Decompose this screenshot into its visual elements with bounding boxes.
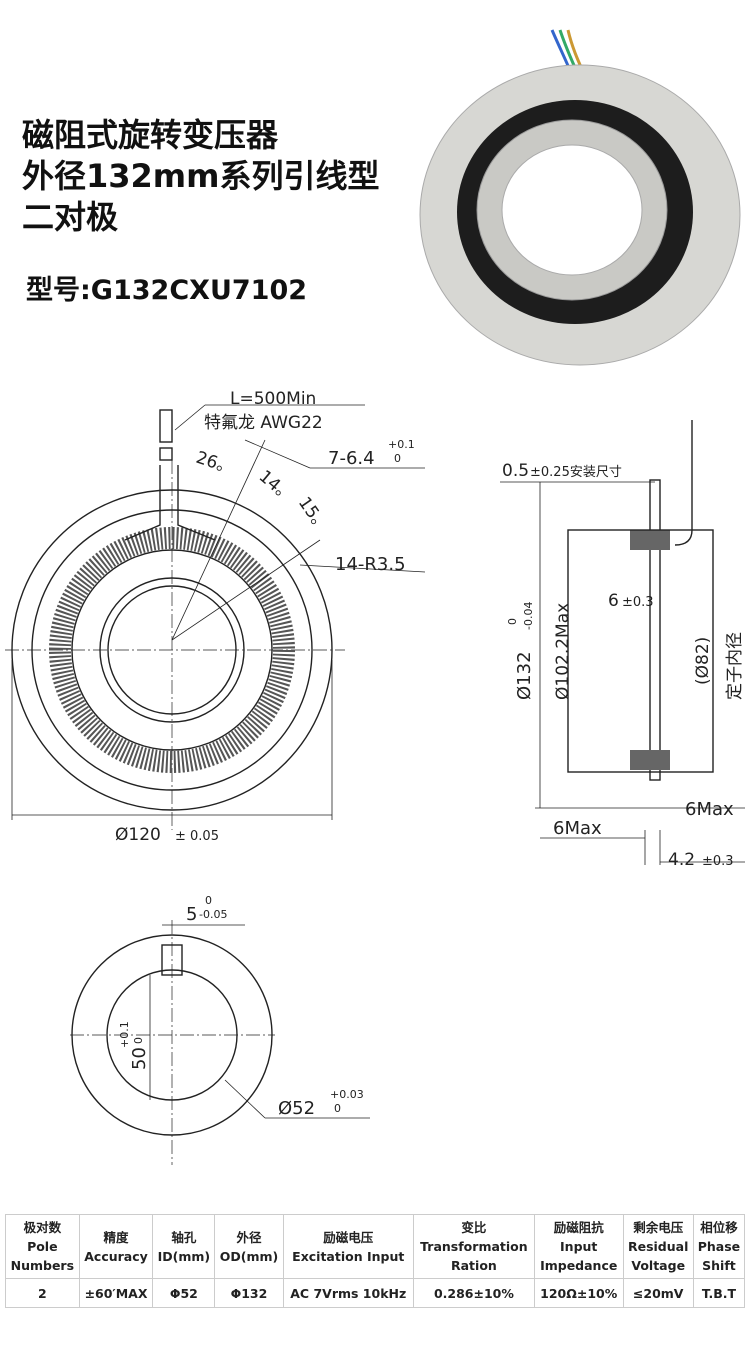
tolerance: ±0.3 (622, 595, 654, 610)
slots-label: 14-R3.5 (335, 554, 406, 575)
side-view-drawing: 0.5 ±0.25安装尺寸 Ø132 0 -0.04 Ø102.2Max 6 ±… (500, 420, 745, 870)
inner-diameter-caption: 定子内径 (725, 632, 745, 700)
title-line: 磁阻式旋转变压器 (22, 116, 279, 154)
wire-label: 特氟龙 AWG22 (204, 413, 323, 433)
value-cell: AC 7Vrms 10kHz (282, 1278, 414, 1308)
rotor-view-drawing: 5 0 -0.05 50 +0.1 0 Ø52 +0.03 0 (70, 894, 370, 1165)
od-label: Ø120 (115, 825, 161, 845)
key-width-label: 5 (186, 904, 197, 925)
max-label: 6Max (553, 818, 602, 839)
value-cell: ±60′MAX (78, 1278, 154, 1308)
model-number: 型号:G132CXU7102 (26, 275, 308, 306)
product-title: 磁阻式旋转变压器 外径132mm系列引线型 二对极 (22, 115, 380, 238)
tolerance: +0.1 (118, 1021, 131, 1048)
tolerance: -0.04 (522, 602, 535, 630)
value-cell: 120Ω±10% (533, 1278, 624, 1308)
tolerance: ± 0.05 (175, 829, 219, 844)
value-cell: ≤20mV (622, 1278, 694, 1308)
tolerance: 0 (132, 1037, 145, 1044)
tolerance: ±0.25安装尺寸 (530, 465, 622, 480)
inner-diameter-label: (Ø82) (693, 637, 713, 685)
front-view-drawing: L=500Min 特氟龙 AWG22 26。 14。 15。 7-6.4 +0.… (5, 389, 426, 845)
angle-label: 14。 (255, 467, 297, 507)
tolerance: 0 (506, 618, 519, 625)
tolerance: ±0.3 (702, 854, 734, 869)
tolerance: 0 (334, 1102, 341, 1115)
angle-label: 15。 (294, 493, 333, 536)
title-line: 二对极 (22, 198, 119, 236)
value-cell: Φ52 (152, 1278, 216, 1308)
tolerance: +0.03 (330, 1088, 364, 1101)
tolerance: -0.05 (199, 908, 227, 921)
key-depth-label: 50 (129, 1047, 150, 1070)
table-row: 2 ±60′MAX Φ52 Φ132 AC 7Vrms 10kHz 0.286±… (5, 1278, 746, 1308)
title-line: 外径132mm系列引线型 (22, 157, 380, 195)
max-label: 6Max (685, 799, 734, 820)
install-label: 0.5 (502, 461, 529, 481)
lead-length-label: L=500Min (230, 389, 316, 409)
product-photo (419, 29, 741, 366)
thickness-label: 6 (608, 591, 619, 611)
id-label: Ø52 (278, 1098, 315, 1119)
tolerance: +0.1 (388, 438, 415, 451)
value-cell: 0.286±10% (412, 1278, 535, 1308)
holes-label: 7-6.4 (328, 448, 375, 469)
value-cell: 2 (5, 1278, 80, 1308)
angle-label: 26。 (193, 448, 236, 479)
tolerance: 0 (394, 452, 401, 465)
lead-label: 4.2 (668, 850, 695, 870)
value-cell: T.B.T (692, 1278, 746, 1308)
tolerance: 0 (205, 894, 212, 907)
drawings: L=500Min 特氟龙 AWG22 26。 14。 15。 7-6.4 +0.… (5, 29, 745, 1165)
side-od-label: Ø132 (514, 651, 535, 700)
value-cell: Φ132 (214, 1278, 284, 1308)
max-diameter-label: Ø102.2Max (553, 603, 573, 700)
